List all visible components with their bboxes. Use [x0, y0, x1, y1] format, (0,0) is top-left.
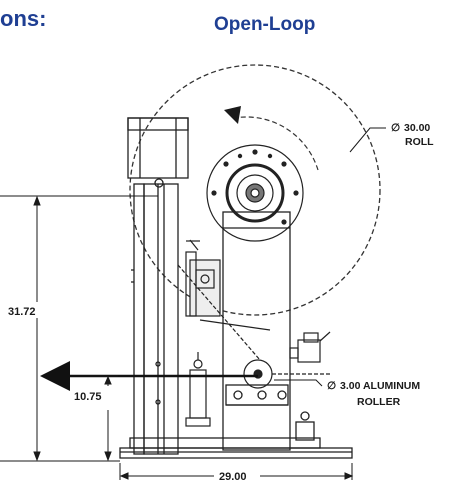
lower-bracket: [185, 352, 211, 427]
roller-label: ROLLER: [357, 396, 401, 408]
header-fragment: ons:: [0, 6, 47, 31]
left-column: [131, 183, 179, 455]
web-arrow: [40, 361, 258, 391]
roller-diameter-value: 3.00 ALUMINUM: [340, 380, 420, 392]
dim-height-roller: 10.75: [74, 391, 102, 403]
dimension-lines: [0, 195, 354, 480]
diagram-title: Open-Loop: [214, 14, 316, 35]
roll-diameter-value: 30.00: [404, 122, 430, 134]
roll-diameter-symbol: ∅: [391, 122, 400, 134]
rotation-arrow: [233, 116, 319, 171]
motor-housing: [127, 117, 189, 188]
actuator: [289, 331, 331, 363]
right-housing: [222, 211, 291, 451]
roll-outline: [129, 64, 381, 316]
roll-hub: [206, 144, 304, 242]
dim-width-base: 29.00: [219, 471, 247, 483]
base-frame: [119, 411, 353, 459]
leader-lines: [274, 127, 386, 387]
aluminum-roller: [243, 359, 330, 389]
dim-height-total: 31.72: [8, 306, 36, 318]
roll-label: ROLL: [405, 136, 434, 148]
dancer-assembly: [177, 239, 271, 361]
roller-diameter-symbol: ∅: [327, 380, 336, 392]
